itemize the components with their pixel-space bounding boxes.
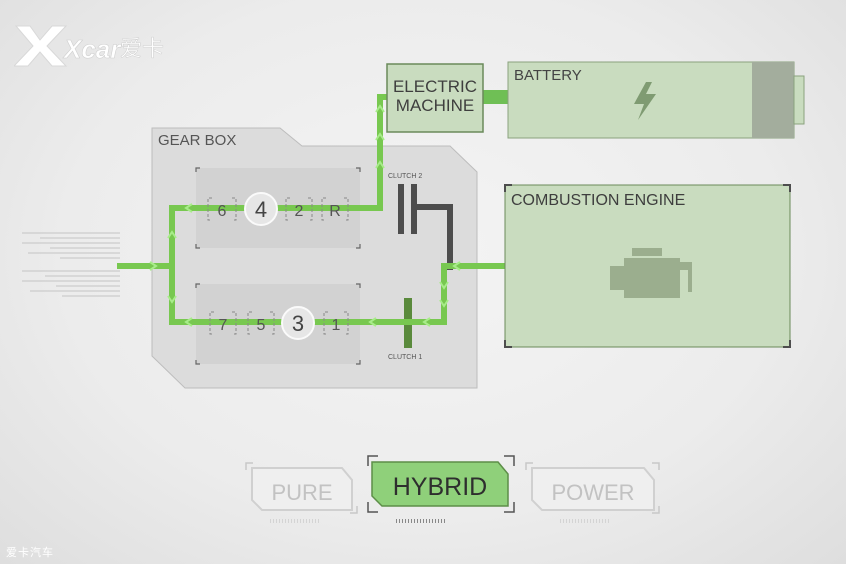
clutch-2-label: CLUTCH 2 bbox=[388, 173, 422, 180]
gear-1: 1 bbox=[323, 311, 349, 335]
mode-hybrid-button[interactable]: HYBRID bbox=[367, 455, 515, 523]
svg-text:4: 4 bbox=[255, 197, 267, 222]
electric-machine: ELECTRIC MACHINE bbox=[386, 63, 484, 133]
electric-machine-label-2: MACHINE bbox=[396, 96, 474, 115]
input-shaft-stripes bbox=[22, 232, 120, 297]
svg-text:3: 3 bbox=[292, 311, 304, 336]
engine-icon bbox=[610, 248, 692, 298]
flow-arrows bbox=[149, 104, 461, 327]
logo-cn-text: 爱卡 bbox=[120, 37, 164, 62]
mode-pure-button[interactable]: PURE bbox=[245, 462, 358, 514]
svg-text:R: R bbox=[329, 203, 341, 220]
combustion-engine-label: COMBUSTION ENGINE bbox=[511, 192, 685, 209]
watermark: 爱卡汽车 bbox=[6, 546, 54, 559]
gear-6: 6 bbox=[207, 197, 237, 221]
clutch-2: CLUTCH 2 bbox=[388, 173, 453, 270]
electric-machine-label-1: ELECTRIC bbox=[393, 77, 477, 96]
svg-text:6: 6 bbox=[218, 203, 227, 220]
gear-7: 7 bbox=[209, 311, 237, 335]
logo-text: Xcar bbox=[62, 34, 122, 64]
battery: BATTERY bbox=[507, 61, 805, 139]
gearbox: GEAR BOX CLUTCH 2 CLUTCH 1 bbox=[151, 127, 478, 389]
mode-power-button[interactable]: POWER bbox=[525, 462, 660, 514]
mode-power-label: POWER bbox=[551, 480, 634, 505]
gear-4-active: 4 bbox=[244, 192, 278, 226]
gear-r: R bbox=[321, 197, 349, 221]
gearbox-label: GEAR BOX bbox=[158, 132, 236, 149]
svg-text:7: 7 bbox=[219, 317, 228, 334]
combustion-engine: COMBUSTION ENGINE bbox=[504, 184, 791, 348]
upper-gears: 6 4 2 R bbox=[207, 192, 349, 226]
lower-gears: 7 5 3 1 bbox=[209, 306, 349, 340]
battery-label: BATTERY bbox=[514, 67, 582, 84]
svg-text:1: 1 bbox=[332, 317, 341, 334]
mode-pure-label: PURE bbox=[271, 480, 332, 505]
lightning-bolt-icon bbox=[634, 82, 656, 120]
gear-3-active: 3 bbox=[281, 306, 315, 340]
svg-text:2: 2 bbox=[295, 203, 304, 220]
mode-selector: PURE HYBRID POWER bbox=[245, 455, 660, 523]
mode-hybrid-label: HYBRID bbox=[393, 473, 487, 501]
svg-text:5: 5 bbox=[257, 317, 266, 334]
xcar-logo: Xcar 爱卡 bbox=[14, 25, 164, 67]
gear-5: 5 bbox=[247, 311, 275, 335]
clutch-1-label: CLUTCH 1 bbox=[388, 354, 422, 361]
gear-2: 2 bbox=[285, 197, 313, 221]
